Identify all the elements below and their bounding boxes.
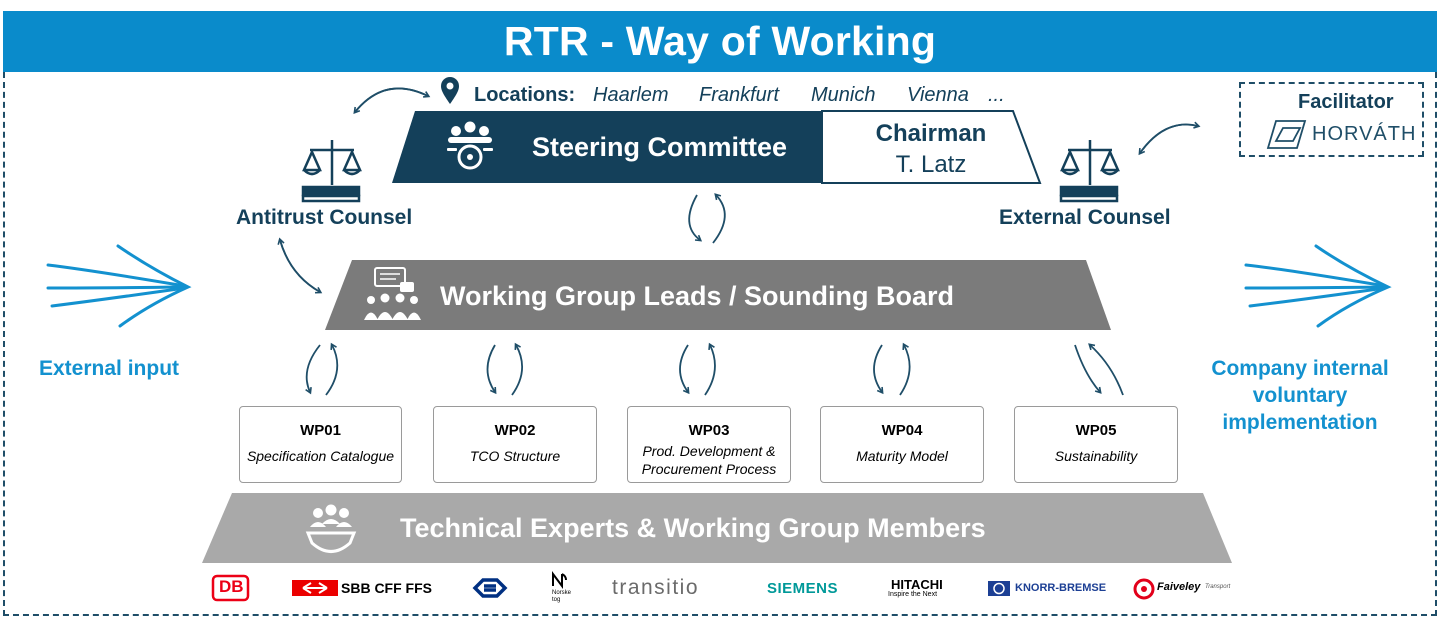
hitachi-tagline-text: Inspire the Next xyxy=(888,591,938,598)
location-haarlem: Haarlem xyxy=(593,84,669,106)
wp-code: WP04 xyxy=(881,422,923,439)
team-gear-icon xyxy=(305,504,357,553)
external-counsel-label: External Counsel xyxy=(999,206,1171,229)
hitachi-logo-text: HITACHI xyxy=(891,577,943,592)
steering-committee-label: Steering Committee xyxy=(532,132,788,162)
location-more: ... xyxy=(988,84,1005,106)
work-package-wp02: WP02 TCO Structure xyxy=(433,406,597,483)
antitrust-scales-icon xyxy=(301,140,362,203)
location-frankfurt: Frankfurt xyxy=(699,84,780,106)
norske-tog-logo-icon xyxy=(552,571,567,589)
technical-experts-label: Technical Experts & Working Group Member… xyxy=(400,513,986,543)
facilitator-name: HORVÁTH xyxy=(1312,123,1417,145)
wp-code: WP05 xyxy=(1075,422,1117,439)
faiveley-logo-icon xyxy=(1133,578,1155,600)
wp-name: TCO Structure xyxy=(469,448,561,464)
sbb-logo-text: SBB CFF FFS xyxy=(341,580,432,596)
location-vienna: Vienna xyxy=(907,84,969,106)
location-pin-icon xyxy=(441,77,459,104)
facilitator-label: Facilitator xyxy=(1298,91,1394,113)
external-input-label: External input xyxy=(39,357,180,380)
working-group-leads-label: Working Group Leads / Sounding Board xyxy=(440,281,955,311)
knorr-logo-text: KNORR-BREMSE xyxy=(1015,582,1107,594)
working-group-leads-bar xyxy=(325,260,1111,330)
wp-name: Sustainability xyxy=(1054,448,1138,464)
external-input-arrow-icon xyxy=(46,244,192,328)
page-title: RTR - Way of Working xyxy=(3,11,1437,72)
transitio-logo-text: transitio xyxy=(612,576,700,599)
faiveley-logo-text: Faiveley xyxy=(1157,581,1201,593)
wp-code: WP02 xyxy=(494,422,536,439)
chairman-block: Chairman T. Latz xyxy=(822,118,1040,180)
db-logo-icon xyxy=(211,574,250,602)
antitrust-counsel-label: Antitrust Counsel xyxy=(236,206,413,229)
facilitator-box xyxy=(1239,82,1424,157)
chairman-name: T. Latz xyxy=(895,151,967,178)
work-package-wp03: WP03 Prod. Development & Procurement Pro… xyxy=(627,406,791,483)
company-internal-label: Company internal voluntary implementatio… xyxy=(1211,357,1389,434)
wp-name: Prod. Development & Procurement Process xyxy=(641,443,777,477)
discussion-group-icon xyxy=(364,267,421,320)
locations-label: Locations: xyxy=(474,84,576,106)
technical-experts-bar xyxy=(202,493,1232,563)
wp-code: WP01 xyxy=(300,422,341,439)
chairman-title: Chairman xyxy=(875,120,987,147)
norske-tog-logo-text: Norske tog xyxy=(552,590,572,603)
work-package-wp01: WP01 Specification Catalogue xyxy=(239,406,402,483)
location-munich: Munich xyxy=(811,84,876,106)
horvath-logo-icon xyxy=(1266,120,1307,149)
work-package-wp04: WP04 Maturity Model xyxy=(820,406,984,483)
dashed-frame xyxy=(3,72,1437,616)
chairman-box xyxy=(821,110,1042,184)
steering-committee-bar xyxy=(392,111,822,183)
internal-implementation-arrow-icon xyxy=(1244,244,1392,328)
wp-name: Specification Catalogue xyxy=(246,448,395,464)
knorr-logo-icon xyxy=(988,581,1010,596)
connector-arrows xyxy=(277,87,1201,396)
wp-name: Maturity Model xyxy=(856,448,948,464)
work-package-wp05: WP05 Sustainability xyxy=(1014,406,1178,483)
ns-logo-icon xyxy=(472,578,508,598)
committee-people-icon xyxy=(447,121,493,170)
siemens-logo-text: SIEMENS xyxy=(767,580,839,597)
sbb-logo-icon xyxy=(292,580,338,596)
faiveley-sub-text: Transport xyxy=(1205,584,1231,590)
external-scales-icon xyxy=(1059,140,1120,203)
wp-code: WP03 xyxy=(688,422,730,439)
db-logo-text: DB xyxy=(219,577,244,596)
